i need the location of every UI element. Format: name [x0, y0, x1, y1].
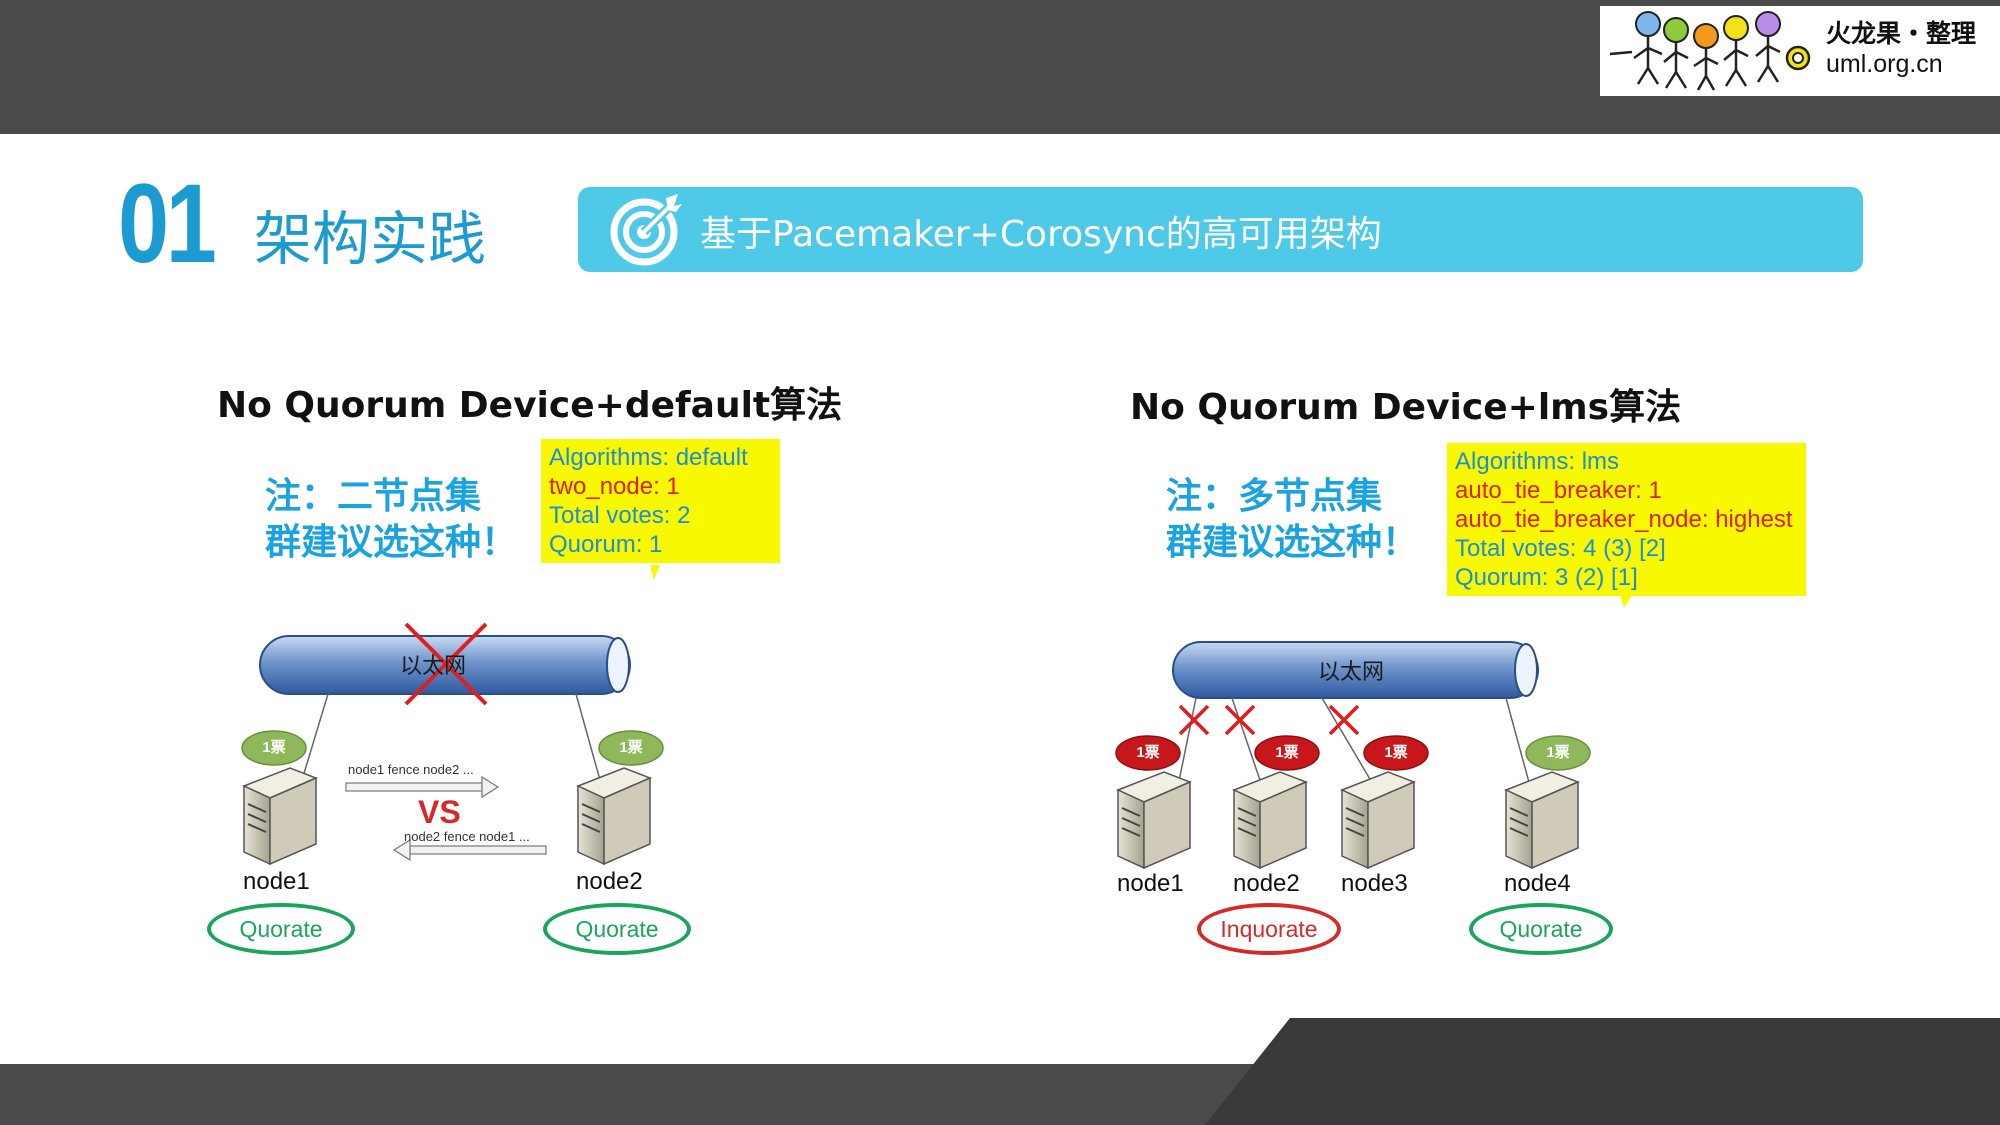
right-vote-label-node2: 1票 — [1275, 744, 1299, 761]
right-note: 注：多节点集 群建议选这种！ — [1166, 474, 1418, 566]
right-node4-status: Quorate — [1469, 903, 1613, 955]
left-callout: Algorithms: default two_node: 1 Total vo… — [541, 439, 780, 563]
right-server-node4-icon — [1504, 771, 1580, 870]
right-note-line1: 注：多节点集 — [1166, 476, 1383, 517]
right-left-group-status: Inquorate — [1197, 903, 1341, 955]
right-callout-line3: auto_tie_breaker_node: highest — [1455, 506, 1793, 533]
left-arrow-text-top: node1 fence node2 ... — [348, 762, 474, 777]
banner-text: 基于Pacemaker+Corosync的高可用架构 — [700, 214, 1382, 255]
left-server-node1-icon — [242, 767, 318, 866]
target-icon — [610, 194, 682, 266]
right-server-node3-icon — [1340, 771, 1416, 870]
right-diagram-title: No Quorum Device+lms算法 — [1130, 387, 1682, 428]
right-vote-label-node4: 1票 — [1546, 744, 1570, 761]
left-note: 注：二节点集 群建议选这种！ — [265, 474, 517, 566]
left-server-node2-icon — [576, 767, 652, 866]
right-server-node2-icon — [1232, 771, 1308, 870]
left-fence-arrow-left — [392, 838, 547, 862]
left-node1-label: node1 — [243, 868, 310, 895]
right-callout-line2: auto_tie_breaker: 1 — [1455, 477, 1662, 504]
left-vote-label-node2: 1票 — [619, 739, 643, 756]
left-note-line1: 注：二节点集 — [265, 476, 482, 517]
right-cable-cut-node3 — [1328, 704, 1360, 736]
left-callout-line1: Algorithms: default — [549, 444, 748, 471]
right-network-pipe — [1172, 641, 1539, 699]
right-vote-cloud-node1 — [1115, 735, 1181, 771]
right-callout-line4: Total votes: 4 (3) [2] — [1455, 535, 1666, 562]
left-vote-label-node1: 1票 — [262, 739, 286, 756]
left-vs-label: VS — [418, 794, 461, 830]
right-note-line2: 群建议选这种！ — [1166, 522, 1419, 563]
right-callout: Algorithms: lms auto_tie_breaker: 1 auto… — [1447, 443, 1806, 596]
logo-url: uml.org.cn — [1826, 50, 1943, 78]
left-callout-line4: Quorum: 1 — [549, 531, 663, 558]
left-arrow-text-bottom: node2 fence node1 ... — [404, 829, 530, 844]
right-vote-cloud-node2 — [1254, 735, 1320, 771]
left-fence-arrow-right — [345, 775, 500, 799]
left-vote-cloud-node1 — [241, 730, 307, 766]
logo-figures-icon — [1609, 11, 1811, 91]
right-vote-cloud-node3 — [1363, 735, 1429, 771]
right-vote-label-node3: 1票 — [1384, 744, 1408, 761]
left-callout-line3: Total votes: 2 — [549, 502, 691, 529]
left-note-line2: 群建议选这种！ — [265, 522, 518, 563]
right-server-node1-icon — [1116, 771, 1192, 870]
right-cable-cut-node2 — [1224, 704, 1256, 736]
left-callout-line2: two_node: 1 — [549, 473, 680, 500]
logo-title: 火龙果・整理 — [1826, 19, 1977, 48]
right-node1-label: node1 — [1117, 870, 1184, 897]
section-number: 01 — [118, 161, 217, 286]
right-cable-cut-node1 — [1178, 704, 1210, 736]
left-network-failure-mark — [404, 622, 488, 706]
right-node4-label: node4 — [1504, 870, 1571, 897]
right-vote-cloud-node4 — [1525, 735, 1591, 771]
left-node2-status: Quorate — [543, 903, 691, 955]
left-diagram-title: No Quorum Device+default算法 — [217, 385, 843, 426]
right-node2-label: node2 — [1233, 870, 1300, 897]
banner — [578, 187, 1863, 272]
right-callout-line1: Algorithms: lms — [1455, 448, 1620, 475]
right-node3-label: node3 — [1341, 870, 1408, 897]
section-title: 架构实践 — [254, 205, 487, 273]
right-callout-line5: Quorum: 3 (2) [1] — [1455, 564, 1638, 591]
left-node1-status: Quorate — [207, 903, 355, 955]
left-vote-cloud-node2 — [598, 730, 664, 766]
left-network-label: 以太网 — [400, 654, 467, 679]
right-network-label: 以太网 — [1318, 660, 1385, 685]
right-vote-label-node1: 1票 — [1136, 744, 1160, 761]
left-node2-label: node2 — [576, 868, 643, 895]
